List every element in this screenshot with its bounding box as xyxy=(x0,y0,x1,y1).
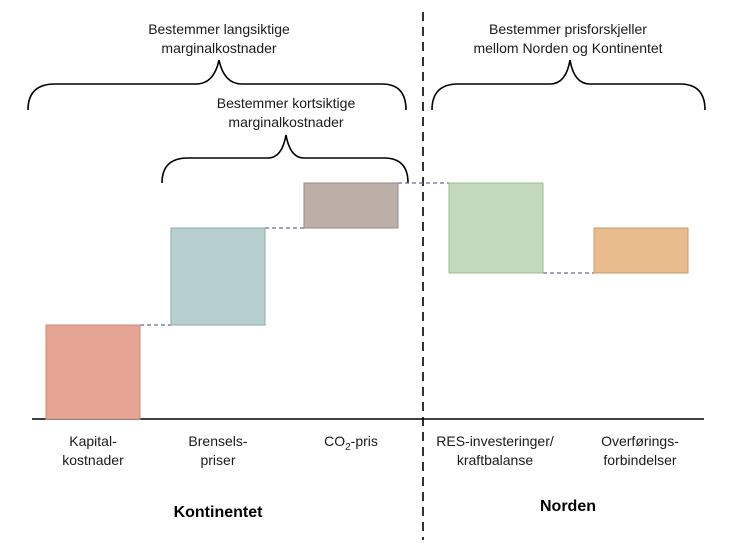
brace-short-term-label-2: marginalkostnader xyxy=(228,114,344,130)
bar-2-label-2: priser xyxy=(200,452,235,468)
region-label-left: Kontinentet xyxy=(174,504,264,521)
brace-price-difference-label-1: Bestemmer prisforskjeller xyxy=(489,21,647,37)
brace-price-difference-label-2: mellom Norden og Kontinentet xyxy=(473,40,662,56)
brace-short-term-shape xyxy=(161,134,409,184)
brace-long-term-label-1: Bestemmer langsiktige xyxy=(148,21,290,37)
region-label-right: Norden xyxy=(540,498,596,515)
brace-long-term-shape xyxy=(27,59,407,111)
bar-2 xyxy=(170,227,266,326)
bar-5-label-2: forbindelser xyxy=(603,452,676,468)
bar-1 xyxy=(45,324,141,420)
brace-price-difference: Bestemmer prisforskjeller mellom Norden … xyxy=(431,21,706,111)
bar-1-label-2: kostnader xyxy=(62,452,124,468)
bar-3 xyxy=(303,182,399,229)
bar-1-label-1: Kapital- xyxy=(69,433,117,449)
brace-price-difference-shape xyxy=(431,59,706,111)
brace-long-term: Bestemmer langsiktige marginalkostnader xyxy=(27,21,407,111)
bar-5 xyxy=(593,227,689,274)
bar-4-label-1: RES-investeringer/ xyxy=(436,433,554,449)
bar-labels: Kapital-kostnader Brensels-priser CO2-pris… xyxy=(62,433,679,468)
bar-4 xyxy=(448,182,544,274)
brace-short-term-label-1: Bestemmer kortsiktige xyxy=(217,95,356,111)
connector-lines xyxy=(140,182,594,326)
brace-short-term: Bestemmer kortsiktige marginalkostnader xyxy=(161,95,409,184)
brace-long-term-label-2: marginalkostnader xyxy=(161,40,277,56)
bars xyxy=(45,182,689,420)
bar-5-label-1: Overførings- xyxy=(601,433,679,449)
bar-4-label-2: kraftbalanse xyxy=(457,452,533,468)
bar-2-label-1: Brensels- xyxy=(188,433,247,449)
bar-3-label-1: CO2-pris xyxy=(324,433,378,453)
